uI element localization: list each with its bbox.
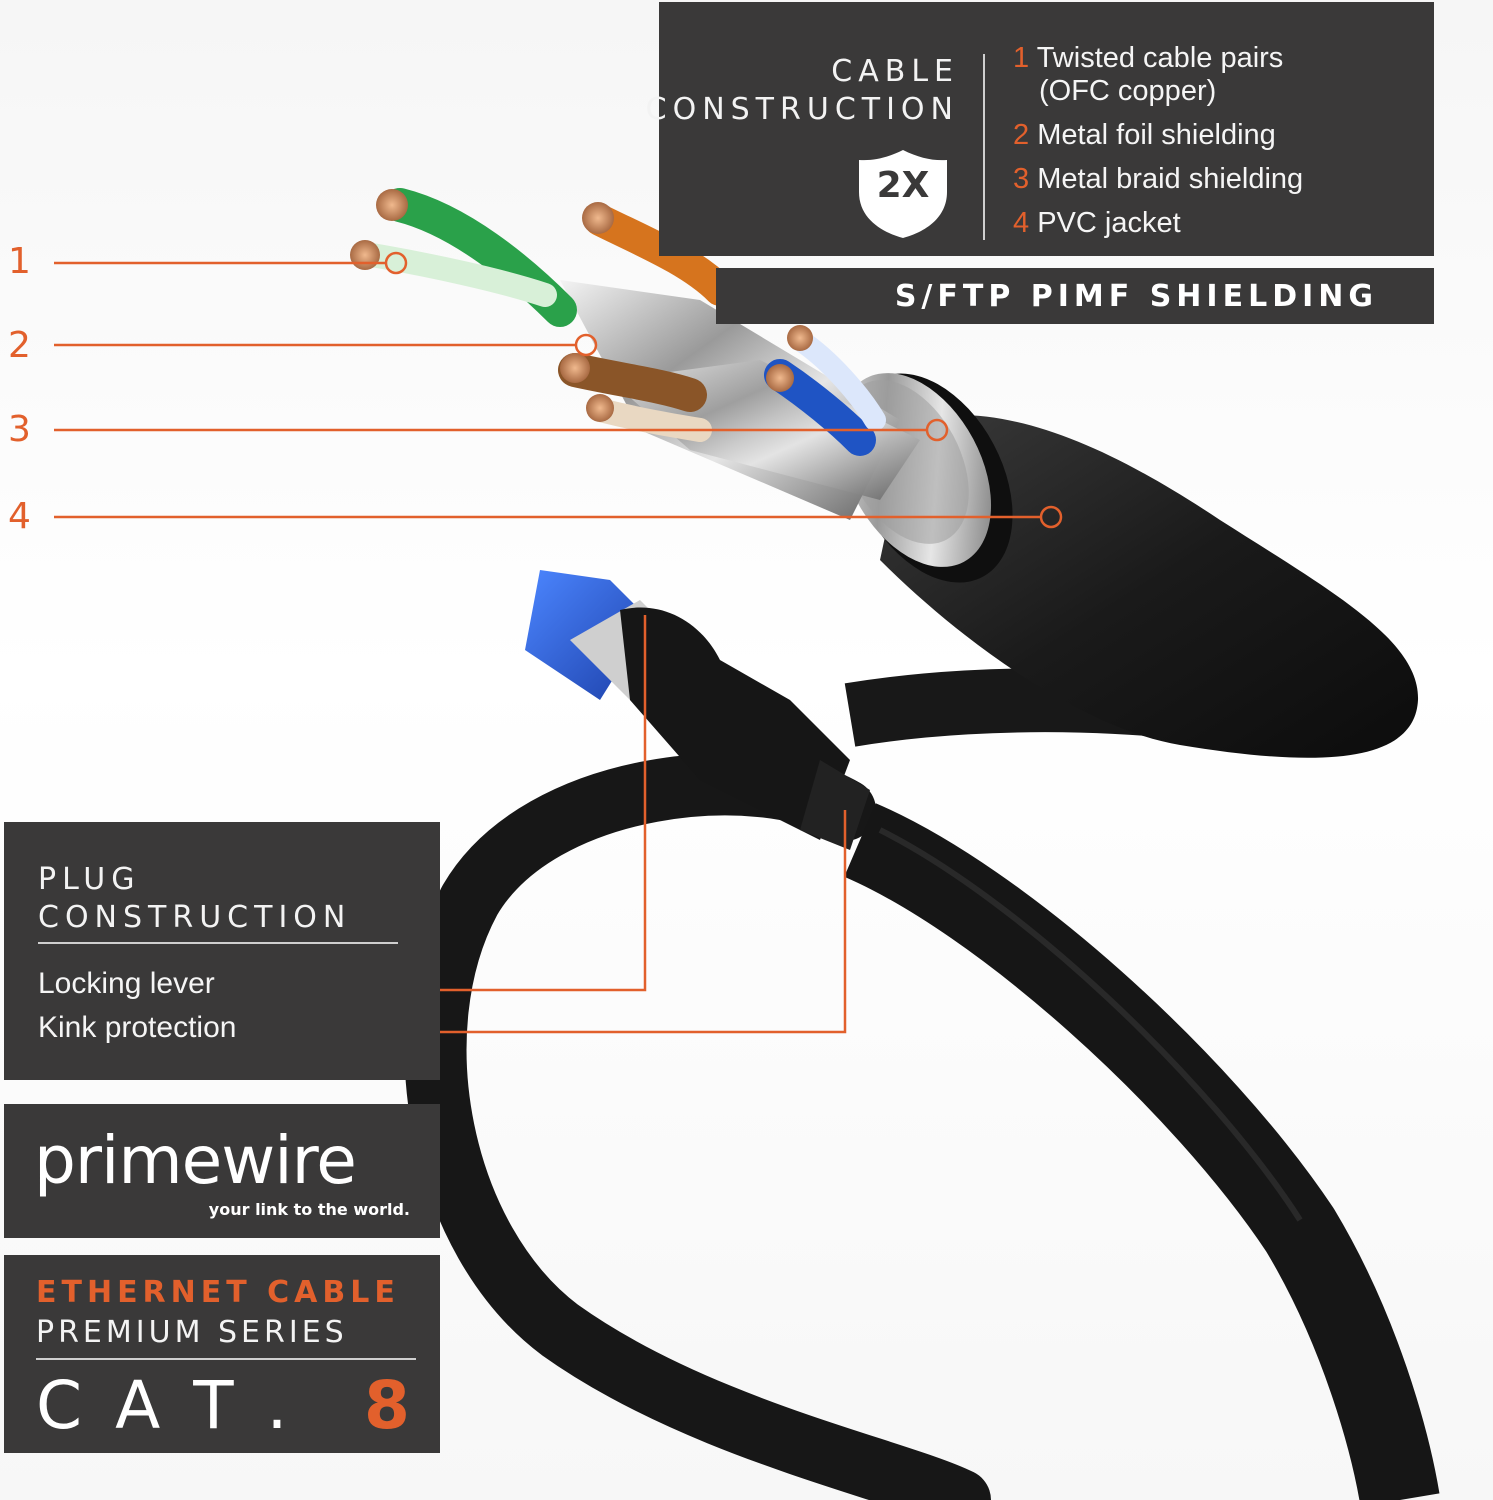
brand-panel: primewire your link to the world. <box>4 1104 440 1238</box>
plug-divider <box>38 942 398 944</box>
plug-item-kink-protection: Kink protection <box>38 1011 237 1044</box>
product-line1: ETHERNET CABLE <box>36 1275 400 1310</box>
panel-divider <box>983 54 985 240</box>
product-cat-number: 8 <box>364 1367 410 1444</box>
cable-item-4-text: PVC jacket <box>1037 207 1181 239</box>
cable-construction-list: 1 Twisted cable pairs (OFC copper) 2 Met… <box>1013 42 1303 240</box>
cable-construction-heading-line1: CABLE <box>831 54 959 89</box>
callout-number-3: 3 <box>8 409 31 450</box>
rj45-plug <box>525 570 870 850</box>
cable-item-2-text: Metal foil shielding <box>1037 119 1276 151</box>
shielding-banner: S/FTP PIMF SHIELDING <box>716 268 1434 324</box>
product-panel: ETHERNET CABLE PREMIUM SERIES C A T . 8 <box>4 1255 440 1453</box>
plug-construction-panel: PLUG CONSTRUCTION Locking lever Kink pro… <box>4 822 440 1080</box>
plug-construction-heading-line1: PLUG <box>38 862 141 897</box>
cable-loop <box>404 668 1440 1500</box>
plug-construction-heading-line2: CONSTRUCTION <box>38 900 352 935</box>
cable-item-1-line2: (OFC copper) <box>1039 75 1217 107</box>
cable-item-4: 4 PVC jacket <box>1013 207 1303 240</box>
shield-badge-text: 2X <box>876 165 930 206</box>
cable-item-1-number: 1 <box>1013 42 1030 74</box>
callout-number-1: 1 <box>8 241 31 282</box>
product-cat-prefix: C A T . <box>36 1367 294 1444</box>
callout-number-4: 4 <box>8 496 31 537</box>
callout-number-2: 2 <box>8 325 31 366</box>
cable-construction-heading-line2: CONSTRUCTION <box>645 92 959 127</box>
brand-tagline: your link to the world. <box>208 1200 410 1219</box>
product-line2: PREMIUM SERIES <box>36 1315 348 1350</box>
cable-item-2-number: 2 <box>1013 119 1030 151</box>
cable-item-3: 3 Metal braid shielding <box>1013 163 1303 196</box>
cable-construction-panel: CABLE CONSTRUCTION 2X 1 Twisted cable pa… <box>646 2 1434 256</box>
plug-item-locking-lever: Locking lever <box>38 967 215 1000</box>
shield-icon: 2X <box>855 148 951 240</box>
cable-item-4-number: 4 <box>1013 207 1030 239</box>
shielding-banner-text: S/FTP PIMF SHIELDING <box>894 279 1378 314</box>
cable-item-3-text: Metal braid shielding <box>1037 163 1304 195</box>
twisted-pairs <box>350 188 886 456</box>
cable-item-1: 1 Twisted cable pairs <box>1013 42 1303 75</box>
cable-item-2: 2 Metal foil shielding <box>1013 119 1303 152</box>
cable-item-1-text: Twisted cable pairs <box>1036 42 1284 74</box>
cable-item-3-number: 3 <box>1013 163 1030 195</box>
product-divider <box>36 1358 416 1360</box>
brand-logo: primewire <box>34 1122 357 1199</box>
